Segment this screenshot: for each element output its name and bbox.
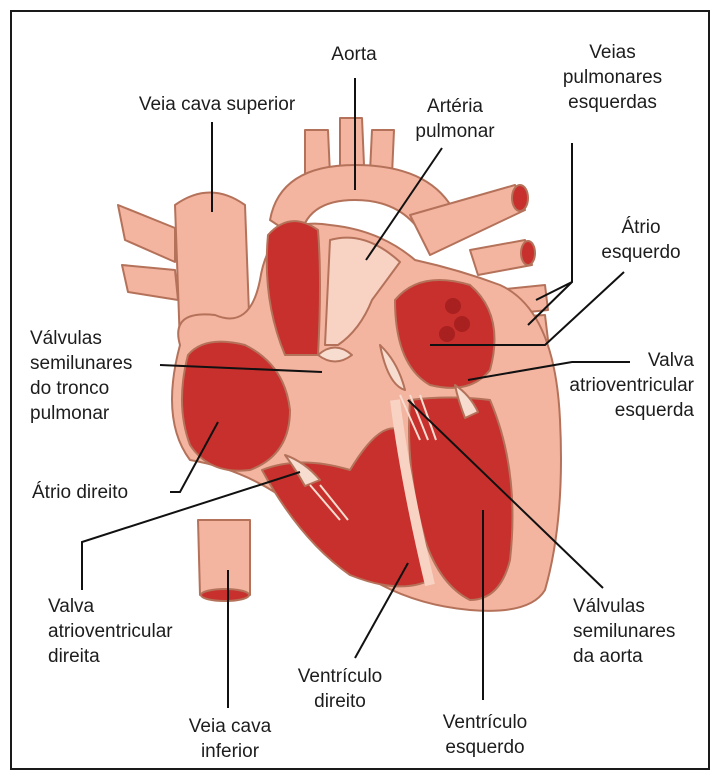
label-ventriculo-direito: Ventrículo direito	[280, 664, 400, 714]
label-line: pulmonares	[540, 65, 685, 90]
pulmonary-artery-opening	[512, 185, 528, 211]
label-line: inferior	[170, 739, 290, 764]
label-line: esquerdas	[540, 90, 685, 115]
pulmonary-vein-opening-3	[439, 326, 455, 342]
label-line: esquerdo	[586, 240, 696, 265]
vessel-branch-left-lower	[122, 265, 178, 300]
label-line: atrioventricular	[532, 373, 694, 398]
label-valva-av-esquerda: Valva atrioventricular esquerda	[532, 348, 694, 423]
label-atrio-esquerdo: Átrio esquerdo	[586, 215, 696, 265]
label-atrio-direito-text: Átrio direito	[32, 482, 128, 503]
aorta-branch-2	[340, 118, 364, 168]
label-line: do tronco	[30, 376, 170, 401]
label-valvulas-aorta: Válvulas semilunares da aorta	[573, 594, 703, 669]
label-line: semilunares	[573, 619, 703, 644]
label-aorta: Aorta	[314, 42, 394, 67]
label-valvulas-tronco: Válvulas semilunares do tronco pulmonar	[30, 326, 170, 426]
label-line: pulmonar	[30, 401, 170, 426]
label-atrio-direito: Átrio direito	[32, 480, 177, 505]
label-line: Ventrículo	[420, 710, 550, 735]
pulmonary-vein-opening-2	[454, 316, 470, 332]
pulmonary-vein-upper-opening	[521, 241, 535, 265]
label-arteria-pulmonar: Artéria pulmonar	[400, 94, 510, 144]
label-line: Veias	[540, 40, 685, 65]
label-valva-av-direita: Valva atrioventricular direita	[48, 594, 218, 669]
label-line: atrioventricular	[48, 619, 218, 644]
heart-drawing	[118, 118, 561, 611]
label-line: Ventrículo	[280, 664, 400, 689]
label-ventriculo-esquerdo: Ventrículo esquerdo	[420, 710, 550, 760]
label-line: Válvulas	[30, 326, 170, 351]
label-veia-cava-superior: Veia cava superior	[112, 92, 322, 117]
label-line: direita	[48, 644, 218, 669]
label-line: pulmonar	[400, 119, 510, 144]
label-line: Artéria	[400, 94, 510, 119]
pulmonary-vein-opening-1	[445, 298, 461, 314]
label-veias-pulmonares: Veias pulmonares esquerdas	[540, 40, 685, 115]
label-line: Veia cava	[170, 714, 290, 739]
label-line: direito	[280, 689, 400, 714]
label-line: Valva	[532, 348, 694, 373]
label-line: da aorta	[573, 644, 703, 669]
label-line: esquerdo	[420, 735, 550, 760]
label-veia-cava-inferior: Veia cava inferior	[170, 714, 290, 764]
label-aorta-text: Aorta	[331, 44, 376, 65]
label-line: Valva	[48, 594, 218, 619]
label-line: Átrio	[586, 215, 696, 240]
vessel-branch-left-upper	[118, 205, 175, 262]
inferior-vena-cava	[198, 520, 250, 600]
label-line: Válvulas	[573, 594, 703, 619]
label-veia-cava-superior-text: Veia cava superior	[139, 94, 295, 115]
label-line: semilunares	[30, 351, 170, 376]
label-line: esquerda	[532, 398, 694, 423]
